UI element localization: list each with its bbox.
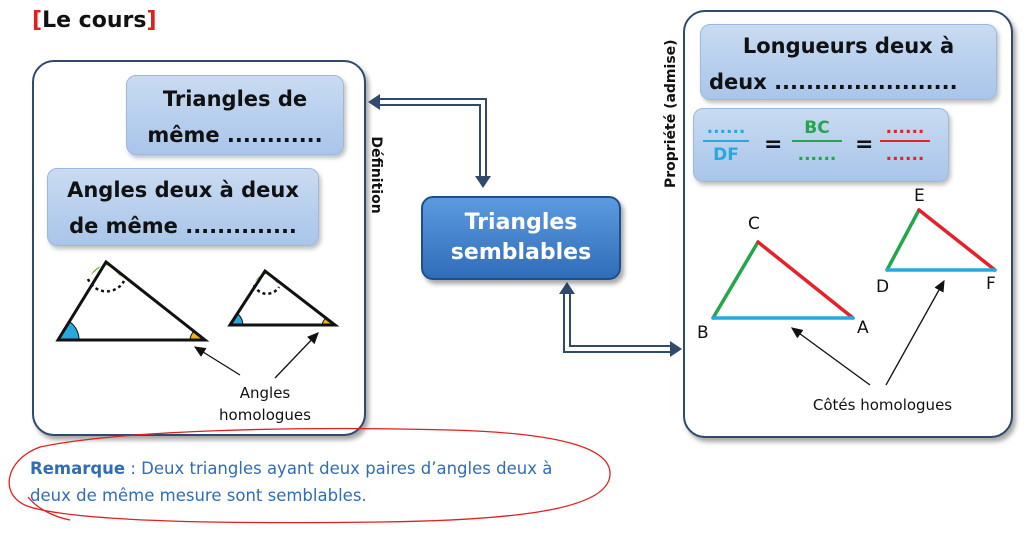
fraction-3-numerator: ...... [885, 118, 925, 138]
lengths-box-line2: deux ....................... [709, 70, 958, 94]
fraction-1-numerator: ...... [706, 118, 746, 138]
same-triangles-line2: même ............ [147, 123, 323, 147]
fraction-2-denominator: ...... [797, 145, 837, 165]
vertex-a: A [857, 318, 869, 338]
ratio-box [693, 108, 949, 182]
fraction-2: BC ...... [792, 118, 842, 166]
same-triangles-box: Triangles de même ............ [126, 75, 344, 155]
equals-2: = [855, 132, 874, 157]
definition-arrow [368, 94, 491, 188]
big-triangle-angles [55, 259, 210, 342]
angles-label-line1: Angles [239, 384, 291, 402]
vertex-e: E [914, 186, 925, 206]
title-text: Le cours [42, 8, 147, 33]
vertex-c: C [748, 214, 760, 234]
sides-homologous-label: Côtés homologues [812, 396, 953, 414]
fraction-3-denominator: ...... [885, 145, 925, 165]
definition-label: Définition [368, 136, 384, 214]
sides-arrow-left [790, 327, 871, 386]
title-bracket-open: [ [32, 8, 43, 33]
remark-text: : Deux triangles ayant deux paires d’ang… [30, 459, 553, 505]
remark-outline [8, 427, 611, 524]
equals-1: = [764, 132, 783, 157]
property-arrow [559, 282, 682, 357]
fraction-1-bar [703, 140, 749, 142]
similar-triangles-box: Triangles semblables [421, 196, 621, 280]
angles-arrow-left [193, 346, 241, 376]
triangle-abc [711, 240, 855, 320]
angles-box: Angles deux à deux de même .............… [47, 168, 319, 246]
small-triangle-angles [227, 268, 340, 327]
fraction-1: ...... DF [703, 118, 749, 166]
lengths-box-line1: Longueurs deux à [742, 34, 955, 58]
same-triangles-line1: Triangles de [162, 87, 308, 111]
angles-box-line2: de même .............. [69, 214, 297, 238]
page-title: [Le cours] [32, 8, 157, 33]
fraction-3-bar [880, 140, 930, 142]
fraction-2-numerator: BC [804, 118, 830, 138]
triangle-def [885, 208, 997, 272]
lengths-box: Longueurs deux à deux ..................… [700, 24, 997, 100]
property-label: Propriété (admise) [663, 39, 679, 188]
angles-arrow-right [274, 332, 319, 379]
vertex-d: D [876, 277, 890, 297]
angles-label-line2: homologues [219, 406, 311, 424]
angles-box-line1: Angles deux à deux [67, 178, 299, 202]
angles-homologous-label: Angles homologues [210, 382, 320, 426]
remark-label: Remarque [30, 459, 126, 478]
vertex-f: F [986, 274, 996, 294]
similar-triangles-line2: semblables [450, 240, 592, 265]
fraction-1-denominator: DF [713, 145, 739, 165]
title-bracket-close: ] [146, 8, 157, 33]
remark: Remarque : Deux triangles ayant deux pai… [30, 455, 590, 509]
fraction-2-bar [792, 140, 842, 142]
sides-arrow-right [885, 279, 945, 386]
vertex-b: B [697, 323, 709, 343]
similar-triangles-line1: Triangles [464, 210, 578, 235]
fraction-3: ...... ...... [880, 118, 930, 166]
